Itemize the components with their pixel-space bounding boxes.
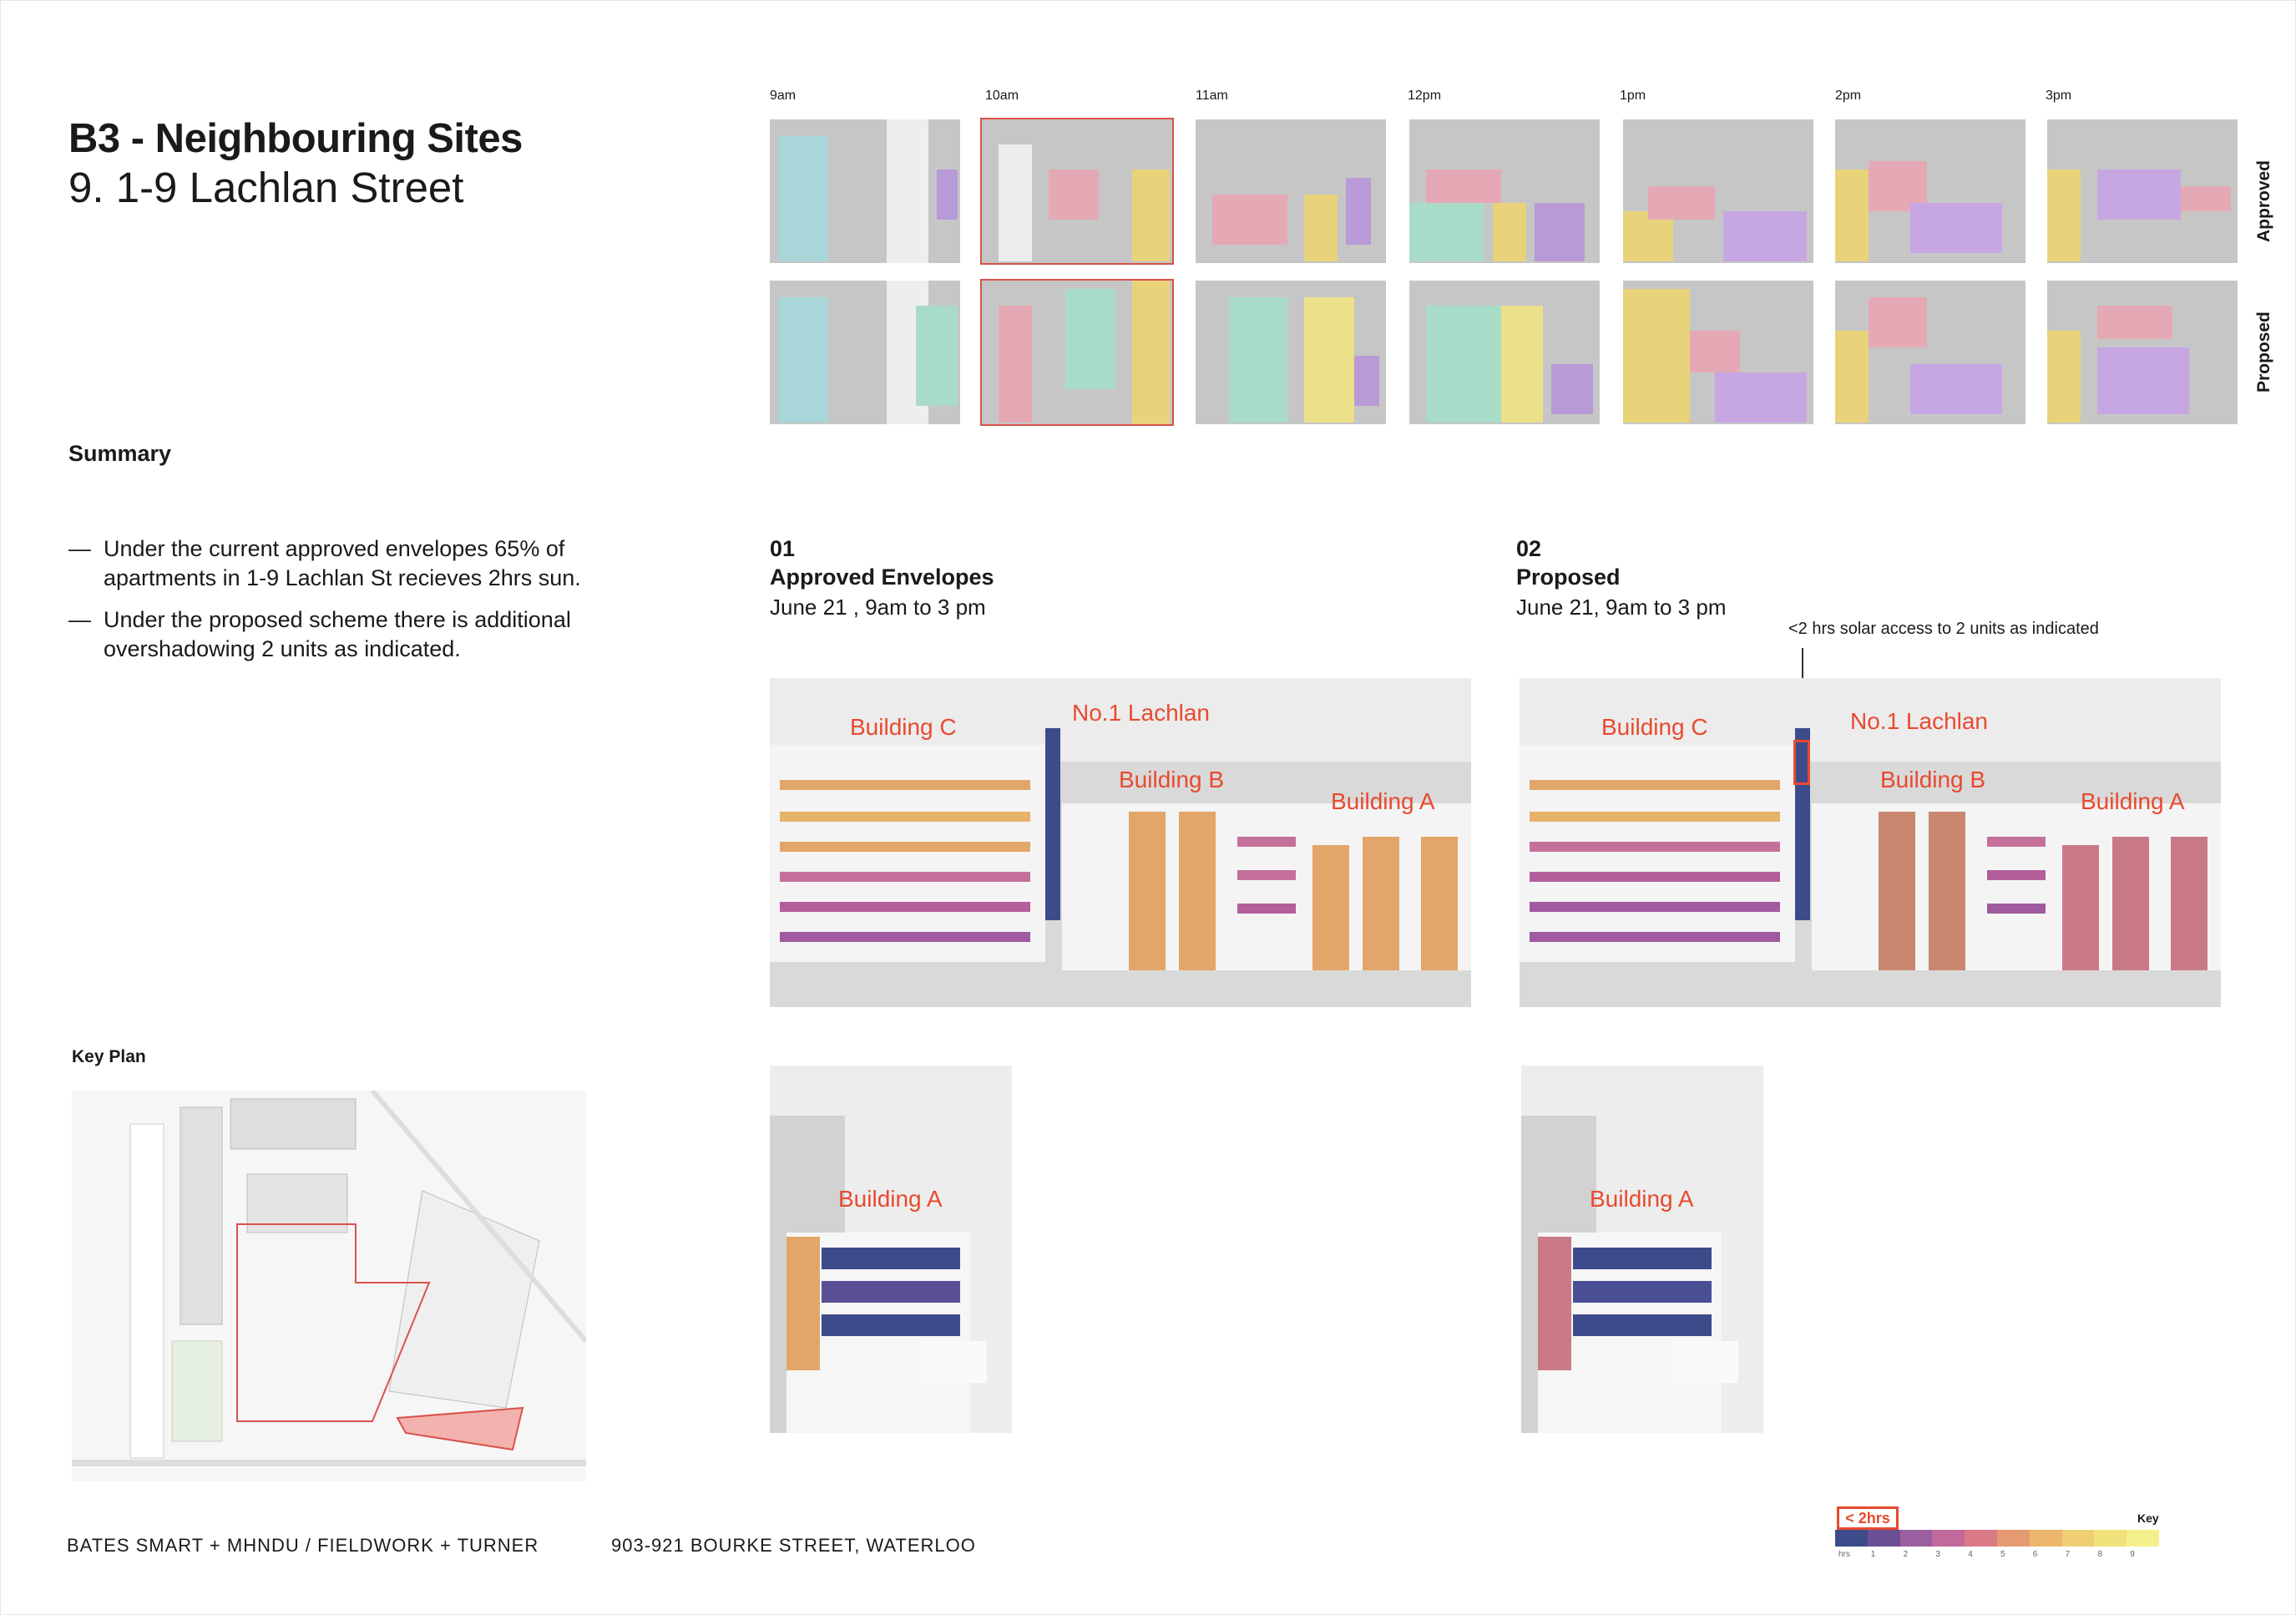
summary-bullet-text: Under the current approved envelopes 65%… (104, 536, 581, 590)
label-no1-lachlan: No.1 Lachlan (1072, 700, 1211, 726)
legend-tick-label: 9 (2130, 1550, 2135, 1559)
shadow-thumb-approved-3pm (2047, 119, 2238, 263)
legend-tick-label: 8 (2097, 1550, 2102, 1559)
section-proposed-subtitle: June 21, 9am to 3 pm (1516, 595, 1727, 620)
approved-building-a-detail (770, 1066, 1012, 1433)
shadow-thumb-approved-9am (770, 119, 960, 263)
proposed-building-a-detail (1521, 1066, 1763, 1433)
legend-swatch (1932, 1530, 1965, 1547)
shadow-thumb-approved-1pm (1623, 119, 1813, 263)
summary-bullet-text: Under the proposed scheme there is addit… (104, 607, 571, 661)
shadow-thumb-proposed-3pm (2047, 281, 2238, 424)
legend-key-label: Key (2137, 1511, 2159, 1525)
row-label-proposed: Proposed (2254, 311, 2273, 392)
key-plan-heading: Key Plan (72, 1047, 146, 1066)
section-proposed-title: Proposed (1516, 564, 1621, 590)
shadow-thumb-proposed-9am (770, 281, 960, 424)
legend-tick-label: 7 (2065, 1550, 2071, 1559)
legend-tick-label: 2 (1903, 1550, 1909, 1559)
legend-swatch (2061, 1530, 2095, 1547)
label-building-b: Building B (1880, 767, 1986, 792)
shadow-thumb-approved-10am (980, 118, 1174, 265)
legend-swatch (2029, 1530, 2062, 1547)
legend-tick-label: 1 (1870, 1550, 1876, 1559)
time-label-12pm: 12pm (1408, 89, 1442, 103)
key-plan-map (72, 1091, 586, 1481)
legend-swatch (1867, 1530, 1900, 1547)
proposed-massing-render (1520, 678, 2221, 1007)
label-building-a: Building A (2081, 788, 2185, 814)
time-label-11am: 11am (1196, 89, 1228, 103)
legend-swatch (1965, 1530, 1997, 1547)
legend-tick-label: 3 (1935, 1550, 1940, 1559)
shadow-thumb-proposed-1pm (1623, 281, 1813, 424)
shadow-thumb-proposed-11am (1196, 281, 1386, 424)
legend-swatch (1899, 1530, 1933, 1547)
key-plan-svg (72, 1091, 586, 1481)
time-label-3pm: 3pm (2046, 89, 2072, 103)
time-label-9am: 9am (770, 89, 797, 103)
label-building-a: Building A (838, 1186, 943, 1212)
label-building-a: Building A (1331, 788, 1435, 814)
shadow-thumb-proposed-12pm (1409, 281, 1600, 424)
label-building-c: Building C (1601, 714, 1708, 740)
approved-massing-render (770, 678, 1471, 1007)
legend-threshold-label: < 2hrs (1837, 1506, 1899, 1530)
shadow-thumb-approved-2pm (1835, 119, 2025, 263)
summary-bullet: — Under the proposed scheme there is add… (68, 605, 611, 664)
row-label-approved: Approved (2254, 159, 2273, 242)
solar-access-note: <2 hrs solar access to 2 units as indica… (1788, 620, 2099, 638)
shadow-thumb-approved-12pm (1409, 119, 1600, 263)
legend-swatch (2127, 1530, 2159, 1547)
shadow-thumb-approved-11am (1196, 119, 1386, 263)
label-building-a: Building A (1590, 1186, 1694, 1212)
label-building-b: Building B (1119, 767, 1225, 792)
footer-firm: BATES SMART + MHNDU / FIELDWORK + TURNER (67, 1535, 539, 1556)
bullet-dash: — (68, 607, 91, 632)
legend-swatch (1997, 1530, 2030, 1547)
section-approved-title: Approved Envelopes (770, 564, 994, 590)
label-building-c: Building C (850, 714, 957, 740)
shadow-thumb-proposed-2pm (1835, 281, 2025, 424)
page-subtitle: 9. 1-9 Lachlan Street (68, 164, 464, 211)
legend-swatch (2094, 1530, 2127, 1547)
legend-tick-label: hrs (1838, 1550, 1850, 1559)
time-label-10am: 10am (985, 89, 1019, 103)
section-approved-subtitle: June 21 , 9am to 3 pm (770, 595, 986, 620)
shadow-thumb-proposed-10am (980, 279, 1174, 426)
legend-tick-label: 6 (2032, 1550, 2038, 1559)
legend-ticks: hrs 1 2 3 4 5 6 7 8 9 (1835, 1550, 2159, 1562)
summary-list: — Under the current approved envelopes 6… (68, 534, 611, 676)
time-label-2pm: 2pm (1835, 89, 1862, 103)
legend-tick-label: 5 (2000, 1550, 2005, 1559)
summary-heading: Summary (68, 441, 172, 466)
page-title: B3 - Neighbouring Sites (68, 116, 523, 161)
section-proposed-number: 02 (1516, 536, 1542, 561)
summary-bullet: — Under the current approved envelopes 6… (68, 534, 611, 593)
legend-tick-label: 4 (1968, 1550, 1973, 1559)
time-label-1pm: 1pm (1620, 89, 1646, 103)
legend-swatch (1835, 1530, 1868, 1547)
bullet-dash: — (68, 536, 91, 561)
section-approved-number: 01 (770, 536, 796, 561)
label-no1-lachlan: No.1 Lachlan (1850, 708, 1989, 734)
solar-hours-legend-bar (1835, 1530, 2159, 1547)
footer-address: 903-921 BOURKE STREET, WATERLOO (611, 1535, 976, 1556)
